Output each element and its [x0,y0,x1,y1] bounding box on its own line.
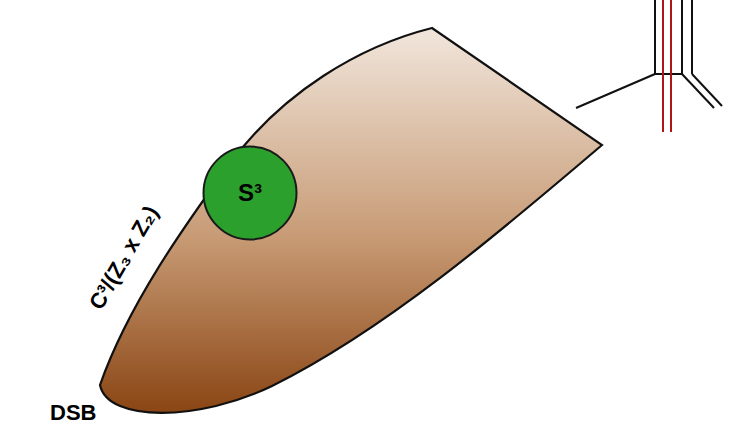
node-label: S³ [238,179,262,207]
singularity-label: DSB [50,400,96,425]
circle-node: S³ [202,145,298,241]
cone-region [100,28,602,413]
brane-web [576,0,722,132]
